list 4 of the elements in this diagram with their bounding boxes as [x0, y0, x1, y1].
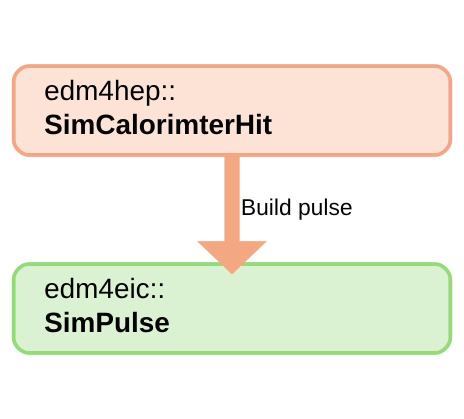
arrow — [196, 155, 268, 274]
node-box: edm4eic:: SimPulse — [12, 262, 452, 355]
node-box: edm4hep:: SimCalorimterHit — [12, 64, 452, 157]
edge-label: Build pulse — [240, 194, 353, 220]
